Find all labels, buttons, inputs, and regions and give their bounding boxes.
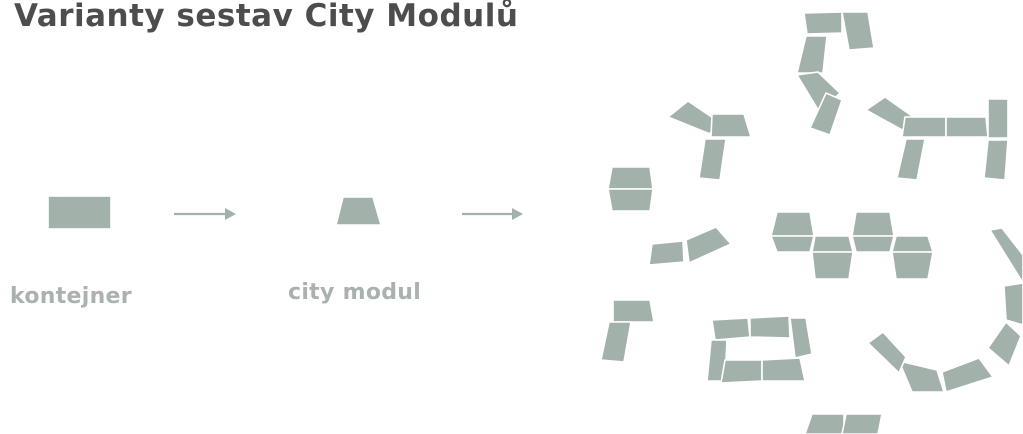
page-title: Varianty sestav City Modulů: [14, 0, 519, 34]
city-module-shape: [334, 196, 383, 226]
assembly-arc: [866, 227, 1023, 394]
container-label: kontejner: [10, 284, 132, 309]
assembly-bottom: [804, 413, 883, 434]
city-module-label: city modul: [288, 280, 422, 305]
assembly-bridge: [864, 96, 1009, 181]
assembly-ring: [706, 315, 813, 384]
assembly-variants: [600, 11, 1023, 434]
assembly-y-junction: [666, 100, 753, 181]
arrow-right-icon: [462, 208, 523, 220]
assembly-s-shape: [795, 11, 875, 137]
assembly-hex-pair: [607, 166, 654, 212]
container-shape: [47, 195, 112, 230]
arrow-right-icon: [174, 208, 236, 220]
assembly-l-small: [600, 299, 655, 363]
assembly-angle: [648, 226, 733, 266]
assembly-hex-chain: [769, 211, 935, 280]
